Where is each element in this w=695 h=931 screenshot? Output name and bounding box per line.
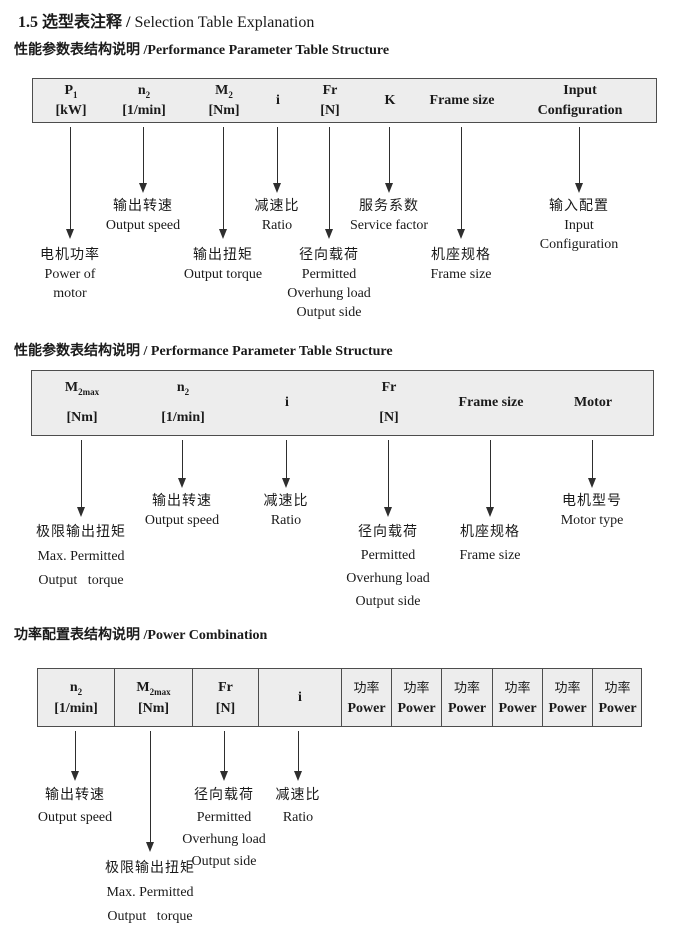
section2-heading-en: / Performance Parameter Table Structure <box>143 344 393 359</box>
col-header-power: 功率 Power <box>441 669 492 726</box>
section3-heading: 功率配置表结构说明 /Power Combination <box>14 624 267 644</box>
performance-table-1: P1 [kW] n2 [1/min] M2 [Nm] i Fr [N] K Fr… <box>32 78 657 123</box>
col-header-input-configuration: Input Configuration <box>537 82 623 118</box>
label-power-of-motor: 电机功率 Power of motor <box>40 248 100 301</box>
label-overhung-load: 径向载荷 Permitted Overhung load Output side <box>346 525 430 609</box>
col-header-i: i <box>285 395 289 410</box>
label-service-factor: 服务系数 Service factor <box>349 199 429 233</box>
label-overhung-load: 径向载荷 Permitted Overhung load Output side <box>182 788 266 869</box>
page-title: 1.5 选型表注释 / Selection Table Explanation <box>18 8 314 32</box>
label-input-configuration: 输入配置 Input Configuration <box>539 199 619 252</box>
label-max-output-torque: 极限输出扭矩 Max. Permitted Output torque <box>36 525 126 588</box>
col-header-i: i <box>258 669 341 726</box>
label-ratio: 减速比 Ratio <box>254 199 300 233</box>
section3-heading-en: /Power Combination <box>143 628 268 643</box>
col-header-n2: n2 [1/min] <box>54 679 98 716</box>
col-header-power: 功率 Power <box>492 669 542 726</box>
col-header-power: 功率 Power <box>391 669 441 726</box>
performance-table-2: M2max [Nm] n2 [1/min] i Fr [N] Frame siz… <box>31 370 654 436</box>
power-combination-table: n2 [1/min] M2max [Nm] Fr [N] i 功率 Power … <box>37 668 642 727</box>
label-max-output-torque: 极限输出扭矩 Max. Permitted Output torque <box>105 861 195 924</box>
label-output-speed: 输出转速 Output speed <box>37 788 113 825</box>
col-header-k: K <box>384 92 396 108</box>
col-header-m2max: M2max [Nm] <box>114 669 192 726</box>
col-header-i: i <box>276 92 280 108</box>
col-header-m2: M2 [Nm] <box>208 82 240 118</box>
col-header-fr: Fr [N] <box>320 82 340 118</box>
section3-heading-zh: 功率配置表结构说明 <box>14 628 140 643</box>
section1-heading: 性能参数表结构说明 /Performance Parameter Table S… <box>14 39 389 59</box>
col-header-n2: n2 [1/min] <box>161 380 205 425</box>
col-header-fr: Fr [N] <box>379 380 399 425</box>
col-header-power: 功率 Power <box>341 669 391 726</box>
label-motor-type: 电机型号 Motor type <box>560 494 624 528</box>
label-output-torque: 输出扭矩 Output torque <box>183 248 263 282</box>
label-ratio: 减速比 Ratio <box>263 494 309 528</box>
label-ratio: 减速比 Ratio <box>275 788 321 825</box>
col-header-frame-size: Frame size <box>458 395 524 410</box>
section2-heading-zh: 性能参数表结构说明 <box>14 344 140 359</box>
label-output-speed: 输出转速 Output speed <box>105 199 181 233</box>
col-header-fr: Fr [N] <box>192 669 258 726</box>
col-header-m2max: M2max [Nm] <box>64 380 100 425</box>
col-header-p1: P1 [kW] <box>55 82 87 118</box>
section1-heading-en: /Performance Parameter Table Structure <box>143 43 390 58</box>
section1-heading-zh: 性能参数表结构说明 <box>14 43 140 58</box>
section2-heading: 性能参数表结构说明 / Performance Parameter Table … <box>14 340 393 360</box>
label-frame-size: 机座规格 Frame size <box>459 525 521 563</box>
col-header-motor: Motor <box>573 395 613 410</box>
col-header-frame-size: Frame size <box>429 92 495 108</box>
col-header-power: 功率 Power <box>542 669 592 726</box>
label-overhung-load: 径向载荷 Permitted Overhung load Output side <box>287 248 371 320</box>
col-header-n2: n2 [1/min] <box>122 82 166 118</box>
label-frame-size: 机座规格 Frame size <box>430 248 492 282</box>
label-output-speed: 输出转速 Output speed <box>144 494 220 528</box>
page-title-zh: 1.5 选型表注释 / <box>18 14 131 31</box>
col-header-power: 功率 Power <box>592 669 642 726</box>
page-title-en: Selection Table Explanation <box>134 14 315 31</box>
